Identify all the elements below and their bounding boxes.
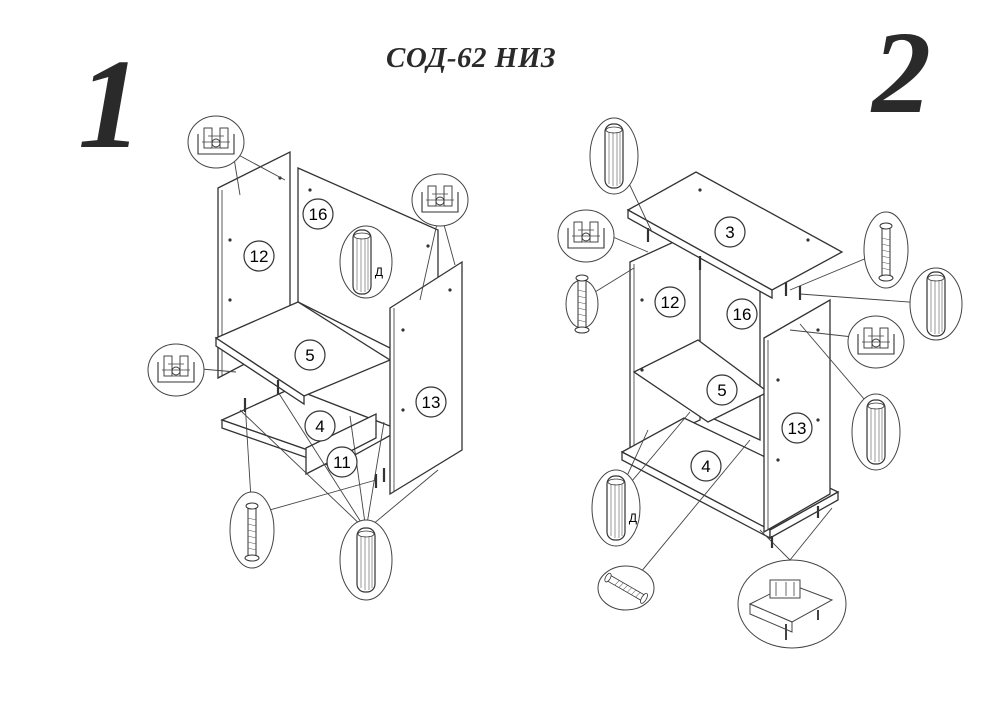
label-4-text: 4 [315, 417, 324, 436]
label-12-text: 12 [250, 247, 269, 266]
label-13-step2: 13 [781, 412, 813, 444]
bolt-callout-left-step2 [565, 274, 599, 334]
label-3: 3 [714, 216, 746, 248]
dowel-callout-top-step2 [589, 117, 639, 195]
step-1-assembly [147, 115, 469, 601]
dowel-callout-bottom-step1 [339, 519, 393, 601]
label-5-text-step2: 5 [717, 381, 726, 400]
label-12-step2: 12 [654, 286, 686, 318]
cam-callout-left-step2 [557, 209, 615, 263]
panel-12-side-2 [629, 228, 701, 454]
cam-callout-left [147, 343, 205, 397]
label-11-text: 11 [333, 453, 351, 472]
label-5-text: 5 [305, 346, 314, 365]
dowel-callout-lower-right-step2 [851, 393, 901, 471]
label-13-text: 13 [422, 393, 441, 412]
leg-bracket-callout-step2 [737, 559, 847, 649]
label-11: 11 [326, 446, 358, 478]
label-16: 16 [302, 198, 334, 230]
label-16-text-step2: 16 [733, 305, 752, 324]
dowel-callout-right-step2 [909, 267, 963, 341]
bolt-callout-right-step2 [863, 211, 909, 289]
label-13-text-step2: 13 [788, 419, 807, 438]
cam-callout-top-left [187, 115, 245, 169]
label-4-step2: 4 [690, 450, 722, 482]
dowel-callout-lower-left-step2 [591, 469, 641, 547]
cam-callout-top-right [411, 173, 469, 227]
dowel-mark-step2: Д [629, 511, 637, 525]
label-4-text-step2: 4 [701, 457, 710, 476]
label-3-text: 3 [725, 223, 734, 242]
dowel-mark-step1: Д [375, 265, 383, 279]
panel-13-side [389, 260, 463, 496]
label-5: 5 [294, 339, 326, 371]
label-16-text: 16 [309, 205, 328, 224]
step-2-number: 2 [872, 7, 931, 138]
page-title: СОД-62 НИЗ [386, 42, 557, 74]
label-4: 4 [304, 410, 336, 442]
cam-callout-right-step2 [847, 315, 905, 369]
screw-callout-step2 [597, 565, 655, 611]
label-12: 12 [243, 240, 275, 272]
step-2-labels: 3 12 16 5 13 4 Д [629, 216, 813, 525]
label-5-step2: 5 [706, 374, 738, 406]
step-2-assembly [557, 117, 963, 649]
label-12-text-step2: 12 [661, 293, 680, 312]
step-1-labels: 16 12 5 13 4 11 Д [243, 198, 447, 478]
panel-11-plinth [305, 412, 377, 476]
label-16-step2: 16 [726, 298, 758, 330]
label-13: 13 [415, 386, 447, 418]
dowel-callout-step1 [339, 225, 393, 299]
step-1-number: 1 [78, 33, 142, 175]
bolt-callout-step1 [229, 491, 275, 569]
